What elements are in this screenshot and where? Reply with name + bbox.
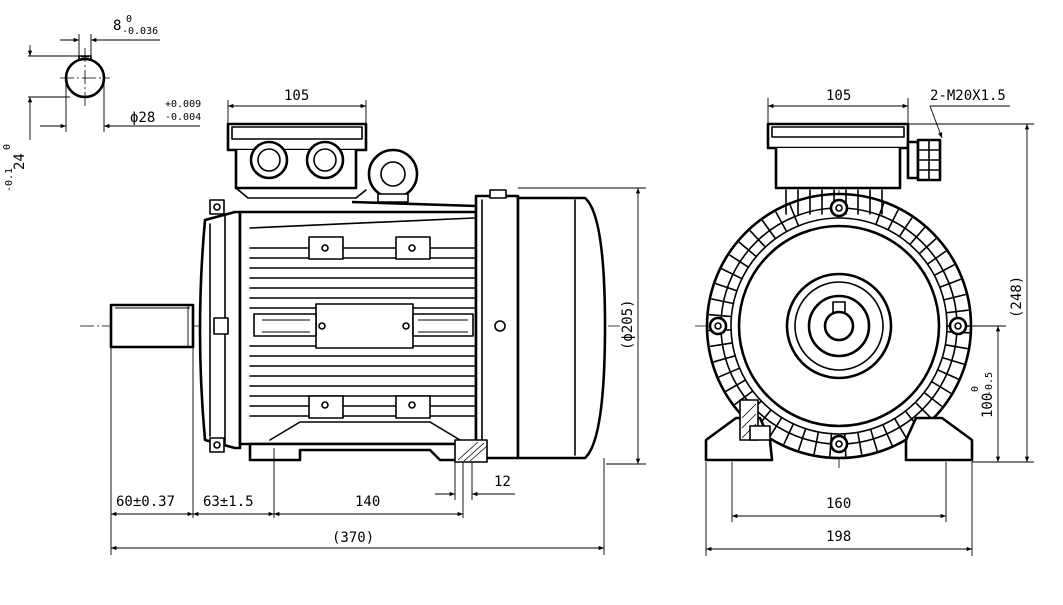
keyway-labels: 8 0 -0.036 24 0 -0.1 ϕ28 +0.009 -0.004 — [2, 14, 201, 192]
side-view-dimensions — [110, 100, 646, 555]
fin-line — [898, 217, 913, 238]
shaft-diameter-label: ϕ28 — [130, 110, 155, 126]
shaft-diameter-lower-tol: -0.004 — [165, 112, 201, 123]
keyway-width-upper-tol: 0 — [126, 14, 132, 25]
fin-line — [749, 230, 767, 248]
fin-line — [789, 204, 800, 227]
fin-line — [944, 343, 968, 350]
fin-line — [797, 427, 807, 451]
fin-line — [725, 379, 747, 392]
end-terminal-box — [766, 122, 942, 190]
fin-line — [721, 268, 743, 280]
end-frame — [704, 189, 974, 462]
fin-line — [941, 356, 965, 365]
shaft-height-upper-tol: 0 — [970, 386, 981, 392]
end-view-dimensions — [705, 98, 1034, 556]
shaft — [109, 303, 195, 349]
motor-frame — [238, 210, 478, 462]
fin-line — [923, 391, 943, 407]
shaft-diameter-upper-tol: +0.009 — [165, 99, 201, 110]
fin-line — [775, 211, 788, 233]
keyway-depth-lower-tol: -0.1 — [4, 168, 15, 192]
side-terminal-box-width: 105 — [284, 88, 309, 104]
fin-line — [718, 367, 741, 378]
overall-height-label: (248) — [1009, 276, 1025, 318]
keyway-depth-upper-tol: 0 — [2, 144, 13, 150]
fin-line — [713, 354, 737, 363]
keyway-depth-label: 24 — [12, 153, 28, 170]
side-foot-spacing-label: 140 — [355, 494, 380, 510]
fin-line — [709, 342, 734, 348]
keyway-detail — [27, 34, 200, 140]
fin-line — [938, 278, 962, 289]
foot-hole-diameter-label: 12 — [494, 474, 511, 490]
fin-line — [909, 227, 926, 246]
end-view-labels: 105 2-M20X1.5 (248) 100 0 -0.5 160 198 — [826, 88, 1025, 545]
keyway-width-lower-tol: -0.036 — [122, 26, 158, 37]
fin-line — [761, 220, 777, 240]
fin-line — [887, 209, 899, 231]
fin-line — [738, 241, 758, 258]
fin-line — [933, 264, 955, 277]
end-view — [695, 98, 1034, 556]
keyway-width-label: 8 — [113, 18, 121, 34]
fin-line — [729, 254, 750, 269]
fin-line — [926, 250, 947, 265]
fin-line — [945, 309, 969, 314]
fin-line — [930, 380, 952, 394]
shaft-height-label: 100 — [980, 393, 996, 418]
end-foot-spacing-label: 160 — [826, 496, 851, 512]
side-view-labels: 105 (ϕ205) 60±0.37 63±1.5 140 12 (370) — [116, 88, 636, 546]
flange-diameter-label: (ϕ205) — [620, 299, 636, 350]
front-end-shield — [198, 199, 242, 453]
end-terminal-box-width: 105 — [826, 88, 851, 104]
fin-line — [882, 423, 893, 446]
fin-line — [856, 431, 863, 455]
fin-line — [710, 298, 735, 305]
fin-line — [708, 313, 733, 318]
fin-line — [813, 431, 820, 455]
overall-width-label: 198 — [826, 529, 851, 545]
fin-line — [715, 282, 738, 292]
shaft-extension-label: 60±0.37 — [116, 494, 175, 510]
fin-line — [918, 238, 937, 255]
fin-line — [783, 423, 795, 445]
shoulder-to-foot-label: 63±1.5 — [203, 494, 254, 510]
fan-cover — [454, 189, 607, 463]
fin-line — [942, 293, 966, 301]
fin-line — [893, 417, 907, 439]
cable-gland-label: 2-M20X1.5 — [930, 88, 1006, 104]
fin-line — [936, 369, 959, 380]
fin-line — [734, 390, 754, 406]
fin-line — [914, 401, 932, 419]
fin-line — [869, 428, 878, 452]
terminal-box — [226, 122, 477, 208]
overall-length-label: (370) — [332, 530, 374, 546]
side-view — [80, 100, 646, 555]
fin-line — [769, 416, 783, 438]
shaft-height-lower-tol: -0.5 — [984, 372, 995, 396]
